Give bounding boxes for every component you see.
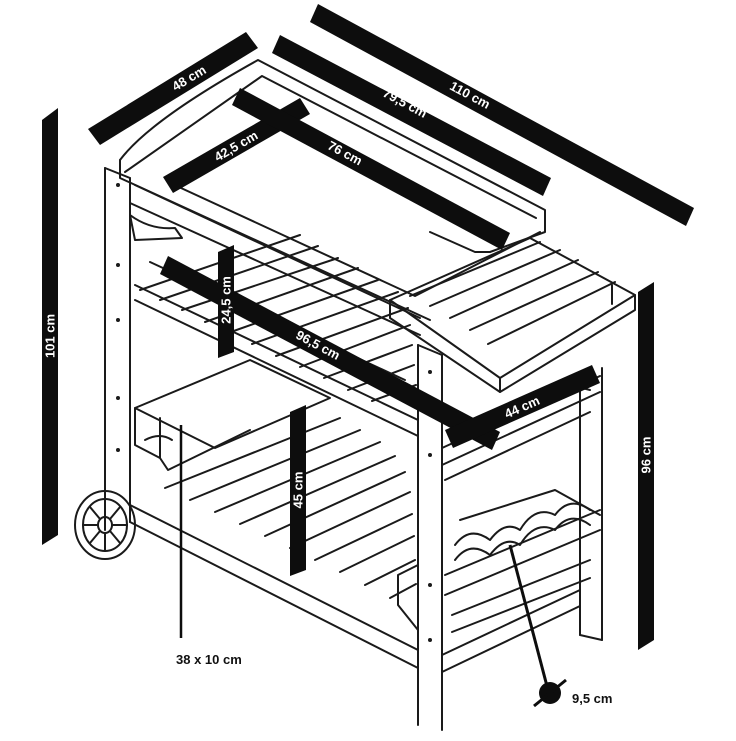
back-right-post [579, 367, 603, 641]
label-shelf-gap: 24,5 cm [219, 276, 234, 324]
band-table-height [638, 282, 654, 650]
label-overall-height: 101 cm [43, 314, 58, 358]
left-bracket [129, 214, 183, 241]
band-shelf-width [160, 256, 500, 450]
bottle-rack [397, 489, 601, 633]
label-bottle-hole: 9,5 cm [572, 691, 612, 706]
bottom-shelf [129, 417, 581, 673]
wheel [74, 490, 136, 560]
band-lower-gap [290, 405, 306, 576]
band-top-depth [88, 32, 258, 145]
band-tray-width [232, 88, 510, 250]
band-shelf-depth [445, 365, 600, 448]
label-drawer: 38 x 10 cm [176, 652, 242, 667]
label-lower-gap: 45 cm [291, 472, 306, 509]
band-overall-width [310, 4, 694, 226]
side-table [389, 237, 636, 393]
bottle-hole-marker [508, 544, 567, 708]
band-top-width [272, 35, 551, 196]
top-tray [119, 59, 546, 336]
drawer [134, 359, 331, 471]
band-overall-height [42, 108, 58, 545]
bolt-holes [116, 183, 432, 642]
front-left-post [104, 167, 131, 531]
label-table-height: 96 cm [639, 437, 654, 474]
dimension-bands [42, 4, 694, 650]
